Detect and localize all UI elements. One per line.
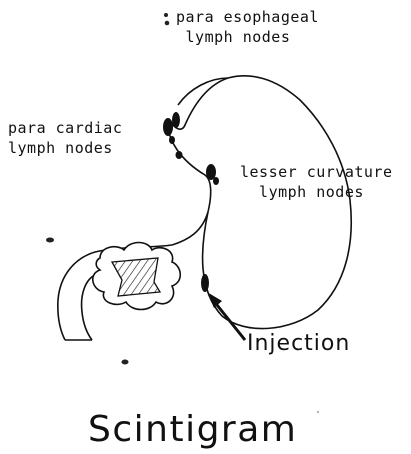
injection-site [201, 274, 209, 292]
figure-title: Scintigram [88, 409, 297, 450]
para-cardiac-label: para cardiac lymph nodes [8, 118, 122, 158]
para-cardiac-nodes [163, 112, 183, 159]
speck [317, 411, 319, 413]
para-esophageal-nodes [164, 13, 169, 25]
stomach-outline [167, 76, 351, 329]
injection-arrow [207, 292, 245, 340]
injection-label: Injection [247, 331, 350, 356]
para-esophageal-label: para esophageal lymph nodes [176, 7, 319, 47]
lesser-curvature-label: lesser curvature lymph nodes [240, 162, 393, 202]
lesser-curvature-nodes [206, 164, 219, 185]
